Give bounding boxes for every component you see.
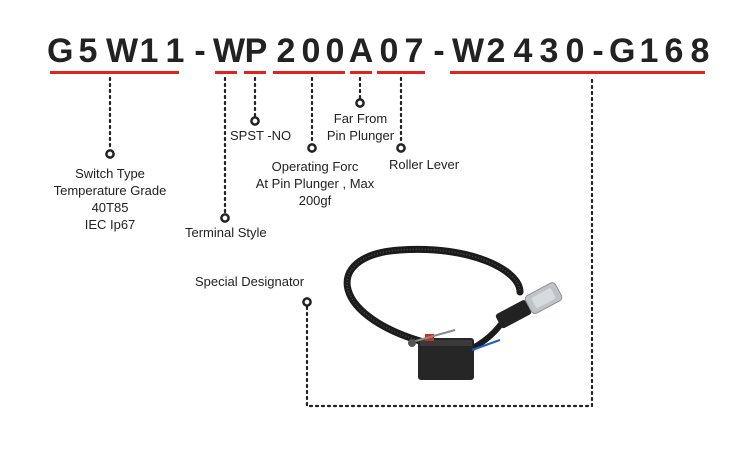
leader-special-designator: [305, 78, 594, 408]
switch-product-image: [343, 245, 563, 380]
code-char: 0: [565, 32, 585, 70]
dot-special-designator: [302, 297, 312, 307]
code-char: 0: [301, 32, 321, 70]
segment-underline-g5w11: [50, 71, 179, 74]
switch-type-line: IEC Ip67: [84, 217, 136, 232]
far-from-line: Far From: [333, 111, 388, 126]
spst-label: SPST -NO: [230, 128, 292, 143]
code-char: 2: [276, 32, 296, 70]
dot-far-from: [355, 98, 365, 108]
code-char: -: [194, 32, 206, 70]
switch-type-label: Switch Type Temperature Grade 40T85 IEC …: [40, 165, 180, 233]
code-char: 2: [486, 32, 506, 70]
code-char: 8: [690, 32, 710, 70]
segment-underline-w: [215, 71, 237, 74]
operating-force-line: 200gf: [298, 193, 332, 208]
far-from-line: Pin Plunger: [326, 128, 395, 143]
switch-type-line: 40T85: [91, 200, 129, 215]
code-char: 0: [379, 32, 399, 70]
terminal-style-label: Terminal Style: [185, 225, 267, 240]
code-char: G: [47, 32, 74, 70]
operating-force-line: Operating Forc: [271, 159, 359, 174]
segment-underline-07: [377, 71, 425, 74]
code-char: 1: [639, 32, 659, 70]
code-char: 1: [165, 32, 185, 70]
switch-type-line: Temperature Grade: [53, 183, 167, 198]
dot-roller-lever: [396, 143, 406, 153]
code-char: 3: [539, 32, 559, 70]
code-char: 5: [78, 32, 98, 70]
operating-force-line: At Pin Plunger , Max: [255, 176, 375, 191]
far-from-label: Far From Pin Plunger: [318, 110, 403, 144]
code-char: 4: [513, 32, 533, 70]
code-char: 7: [404, 32, 424, 70]
code-char: A: [348, 32, 374, 70]
code-char: 6: [664, 32, 684, 70]
operating-force-label: Operating Forc At Pin Plunger , Max 200g…: [240, 158, 390, 209]
dot-operating-force: [307, 143, 317, 153]
segment-underline-p: [244, 71, 266, 74]
dot-switch-type: [105, 149, 115, 159]
code-char: 1: [139, 32, 159, 70]
code-char: 0: [325, 32, 345, 70]
segment-underline-200: [273, 71, 345, 74]
code-char: G: [609, 32, 636, 70]
special-designator-label: Special Designator: [195, 274, 305, 289]
roller-lever-label: Roller Lever: [389, 157, 460, 172]
segment-underline-a: [350, 71, 372, 74]
code-char: -: [433, 32, 445, 70]
segment-underline-w2430-g168: [450, 71, 705, 74]
switch-type-line: Switch Type: [75, 166, 145, 181]
code-char: -: [592, 32, 604, 70]
code-char: P: [244, 32, 268, 70]
dot-spst: [250, 116, 260, 126]
dot-terminal-style: [220, 213, 230, 223]
